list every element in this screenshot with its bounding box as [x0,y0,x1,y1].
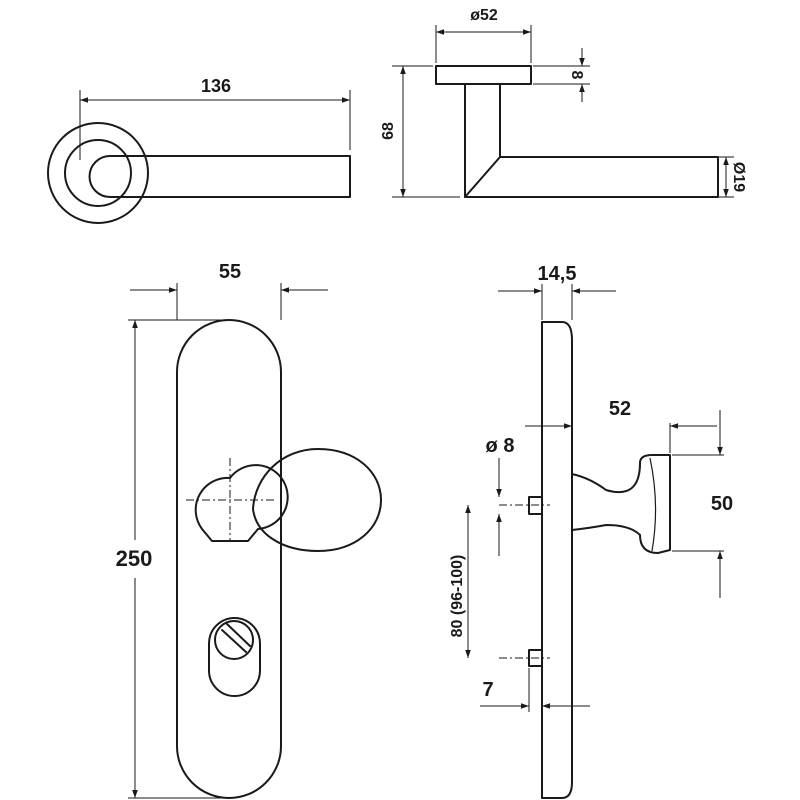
rose-inner [64,139,132,207]
rose-plate [435,65,532,85]
dim-label-knob-diameter: 50 [711,493,733,515]
cylinder-core [214,620,254,660]
dim-label-plate-height: 250 [116,546,153,571]
knob-profile [571,454,671,554]
dim-label-plate-thickness: 14,5 [538,263,577,285]
knob [252,448,382,552]
dim-label-length: 136 [201,76,231,96]
lever-bend [464,156,501,198]
knob-profile-inner [649,457,657,552]
rose-outer [47,122,149,224]
profile-view: 14,5 52 ø 8 50 80 (96-100) 7 [449,263,733,799]
dim-label-knob-projection: 52 [609,398,631,420]
dim-label-pin-diameter: ø 8 [486,435,515,457]
cylinder-slot-1 [221,629,247,653]
cylinder-cutout [208,617,261,697]
dim-label-lever-diameter: Ø19 [730,162,747,192]
dim-label-pin-length: 7 [482,679,493,701]
dim-label-plate-width: 55 [219,261,241,283]
dim-label-spacing: 80 (96-100) [449,555,466,638]
dim-label-rose-thickness: 8 [568,71,585,80]
plate-profile [541,321,573,799]
knob-rosette [194,464,289,542]
top-view: 136 [47,76,351,224]
lever-profile [464,83,719,198]
front-view: 55 250 [116,261,382,799]
dim-label-rose-diameter: ø52 [470,7,498,24]
side-view: ø52 8 68 Ø19 [380,7,747,198]
dim-label-height: 68 [380,122,397,140]
escutcheon-plate [176,319,282,799]
lever-body [88,155,351,198]
cylinder-slot-2 [226,623,251,647]
